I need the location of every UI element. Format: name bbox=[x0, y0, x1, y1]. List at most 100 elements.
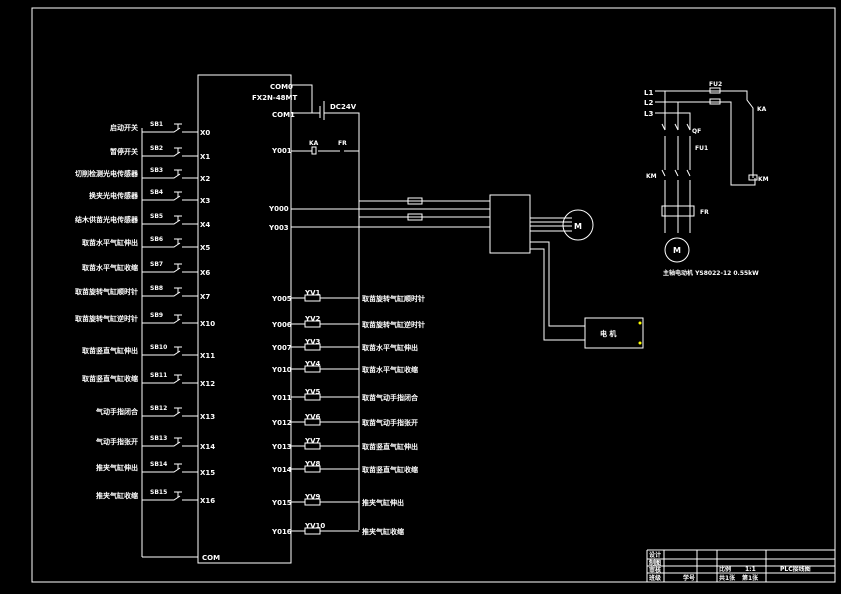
fuse-fu2 bbox=[709, 87, 721, 94]
drawing-border bbox=[31, 7, 836, 583]
coil-label: YV5 bbox=[304, 388, 320, 396]
output-label: 推夹气缸收缩 bbox=[362, 527, 404, 536]
title-block: 设计 制图 审核 班级 学号 比例 1:1 共1张 第1张 PLC接线图 bbox=[646, 549, 835, 582]
com-terminal: COM bbox=[202, 554, 220, 562]
fuse-fu2 bbox=[709, 98, 721, 105]
resistor bbox=[407, 213, 423, 221]
input-label: 取苗竖直气缸伸出 bbox=[82, 346, 138, 355]
solenoid-coil-icon bbox=[304, 393, 321, 401]
output-terminal: Y013 bbox=[271, 443, 292, 451]
output-label: 取苗旋转气缸逆时针 bbox=[362, 320, 425, 329]
output-terminal: Y011 bbox=[271, 394, 292, 402]
switch-label: SB12 bbox=[150, 405, 167, 412]
output-label: 取苗气动手指张开 bbox=[362, 418, 418, 427]
plc-model: FX2N-48MT bbox=[252, 94, 298, 102]
switch-label: SB13 bbox=[150, 435, 167, 442]
controller-label: 电 机 bbox=[600, 329, 616, 338]
input-terminal: X2 bbox=[200, 175, 210, 183]
solenoid-coil-icon bbox=[304, 418, 321, 426]
push-button-icon bbox=[142, 314, 198, 324]
output-label: 取苗水平气缸伸出 bbox=[362, 343, 418, 352]
spindle-motor-icon bbox=[664, 237, 690, 263]
fr-power-label: FR bbox=[700, 209, 709, 216]
terminal-dot bbox=[638, 341, 642, 345]
push-button-icon bbox=[142, 437, 198, 447]
input-terminal: X15 bbox=[200, 469, 215, 477]
switch-label: SB4 bbox=[150, 189, 163, 196]
output-label: 取苗气动手指闭合 bbox=[362, 393, 419, 402]
solenoid-coil-icon bbox=[304, 442, 321, 450]
input-label: 取苗竖直气缸收缩 bbox=[82, 374, 138, 383]
solenoid-coil-icon bbox=[304, 527, 321, 535]
input-terminal: X3 bbox=[200, 197, 210, 205]
coil-label: YV6 bbox=[304, 413, 320, 421]
spindle-motor-symbol: M bbox=[673, 246, 681, 255]
push-button-icon bbox=[142, 169, 198, 179]
y000-terminal: Y000 bbox=[268, 205, 289, 213]
svg-text:设计: 设计 bbox=[649, 551, 661, 559]
svg-text:审核: 审核 bbox=[649, 566, 661, 574]
output-terminal: Y007 bbox=[271, 344, 292, 352]
svg-text:第1张: 第1张 bbox=[741, 574, 759, 582]
switch-label: SB14 bbox=[150, 461, 167, 468]
output-label: 取苗竖直气缸收缩 bbox=[362, 465, 418, 474]
input-terminal: X5 bbox=[200, 244, 210, 252]
servo-motor-icon bbox=[562, 209, 594, 241]
coil-label: YV4 bbox=[304, 360, 320, 368]
push-button-icon bbox=[142, 374, 198, 384]
push-button-icon bbox=[142, 238, 198, 248]
svg-text:比例: 比例 bbox=[719, 565, 731, 573]
fu2-label: FU2 bbox=[709, 81, 722, 88]
l2-label: L2 bbox=[644, 99, 653, 107]
com1-terminal: COM1 bbox=[272, 111, 295, 119]
output-row: Y010 YV4 取苗水平气缸收缩 bbox=[271, 360, 418, 374]
input-label: 推夹气缸收缩 bbox=[96, 491, 138, 500]
qf-label: QF bbox=[692, 128, 701, 135]
switch-label: SB3 bbox=[150, 167, 163, 174]
com-wiring bbox=[291, 84, 360, 530]
controller-box bbox=[584, 317, 644, 349]
input-label: 换夹光电传感器 bbox=[89, 191, 139, 200]
output-label: 取苗水平气缸收缩 bbox=[362, 365, 418, 374]
push-button-icon bbox=[142, 287, 198, 297]
input-label: 启动开关 bbox=[110, 123, 138, 132]
l1-label: L1 bbox=[644, 89, 653, 97]
solenoid-coil-icon bbox=[304, 320, 321, 328]
input-terminal: X14 bbox=[200, 443, 215, 451]
coil-label: YV7 bbox=[304, 437, 320, 445]
push-button-icon bbox=[142, 147, 198, 157]
inverter-wiring bbox=[291, 200, 585, 341]
svg-text:学号: 学号 bbox=[683, 574, 695, 582]
svg-text:1:1: 1:1 bbox=[745, 566, 756, 573]
thermal-relay bbox=[661, 205, 695, 217]
switch-label: SB2 bbox=[150, 145, 163, 152]
input-terminal: X4 bbox=[200, 221, 210, 229]
coil-label: YV2 bbox=[304, 315, 320, 323]
coil-label: YV1 bbox=[304, 289, 320, 297]
output-terminal: Y010 bbox=[271, 366, 292, 374]
switch-label: SB9 bbox=[150, 312, 163, 319]
push-button-icon bbox=[142, 123, 198, 133]
coil-label: YV8 bbox=[304, 460, 320, 468]
coil-label: YV9 bbox=[304, 493, 320, 501]
input-terminal: X1 bbox=[200, 153, 210, 161]
input-label: 气动手指闭合 bbox=[95, 407, 139, 416]
push-button-icon bbox=[142, 463, 198, 473]
fu1-label: FU1 bbox=[695, 145, 708, 152]
input-terminal: X0 bbox=[200, 129, 210, 137]
output-label: 取苗竖直气缸伸出 bbox=[362, 442, 418, 451]
inverter-box bbox=[489, 194, 531, 254]
